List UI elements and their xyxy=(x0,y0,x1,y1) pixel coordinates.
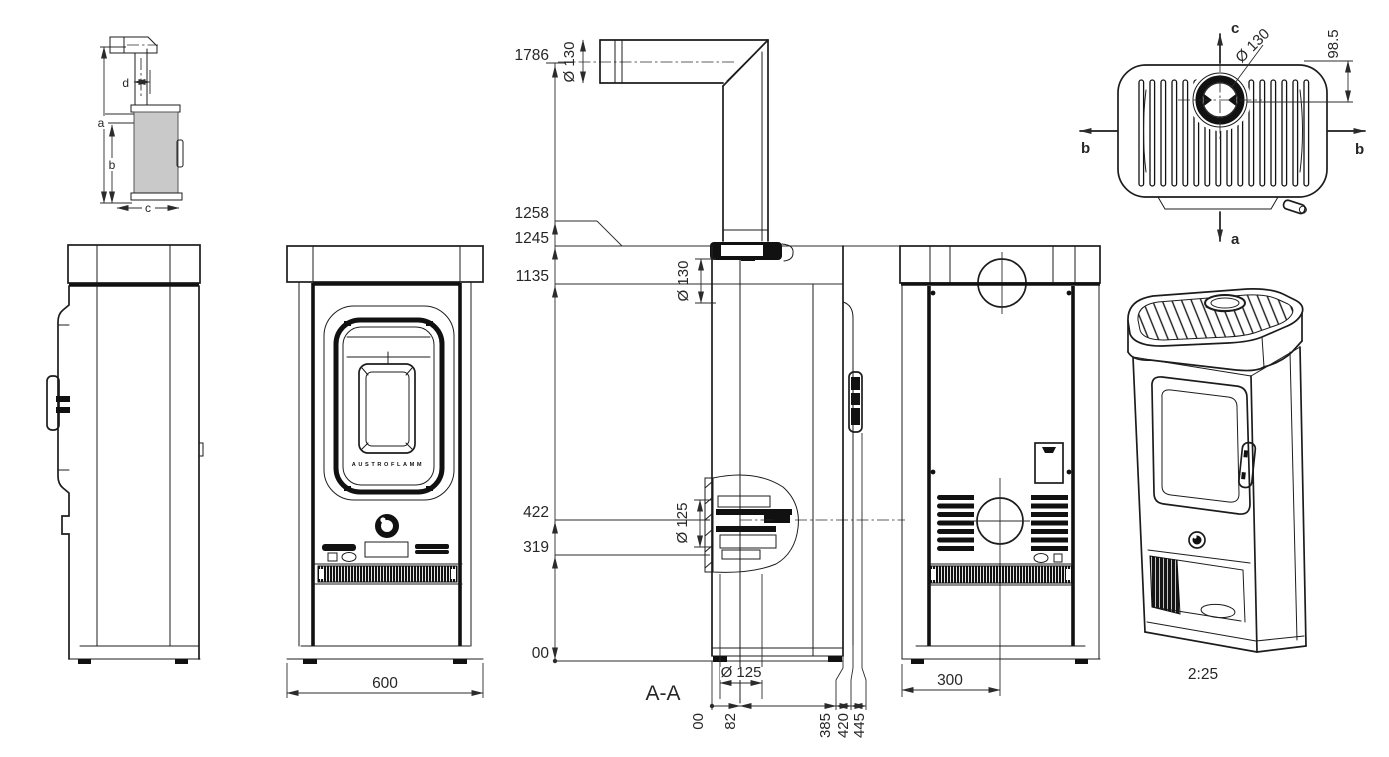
section-flue-collar: Ø 130 xyxy=(675,242,794,304)
thumb-dim-b: b xyxy=(109,158,116,172)
top-flue-offset-dimension: 98.5 xyxy=(1247,29,1353,103)
top-outline xyxy=(1117,64,1328,198)
side-foot xyxy=(175,659,188,664)
back-air-grille xyxy=(928,563,1074,586)
height-1786: 1786 xyxy=(515,47,549,64)
section-height-dimensions: 1786 1258 1245 1135 422 319 00 xyxy=(515,47,905,664)
front-width-label: 600 xyxy=(372,675,398,692)
thumbnail-stove-outline xyxy=(109,36,184,201)
section-door-handle xyxy=(848,371,863,433)
perspective-bottom-compartment xyxy=(1147,549,1251,623)
axis-c-label: c xyxy=(1231,20,1239,37)
intake-diameter-dimension: Ø 125 xyxy=(674,499,712,548)
depth-420: 420 xyxy=(835,713,852,738)
depth-385: 385 xyxy=(817,713,834,738)
front-controls-row xyxy=(322,541,449,562)
perspective-knob xyxy=(1188,531,1206,549)
depth-00: 00 xyxy=(690,713,707,730)
perspective-door xyxy=(1151,376,1257,515)
thumb-dim-c: c xyxy=(145,201,151,215)
back-icon-square xyxy=(1053,553,1063,563)
axis-a-label: a xyxy=(1231,231,1240,248)
label-bg xyxy=(95,116,108,129)
side-door-handle xyxy=(46,375,60,431)
perspective-top-slab xyxy=(1127,288,1304,372)
top-handle xyxy=(1282,199,1307,215)
side-top-cap xyxy=(67,244,201,284)
top-door-edge xyxy=(1157,196,1279,210)
brand-logo-text: AUSTROFLAMM xyxy=(352,462,424,468)
section-air-intake-detail: Ø 125 xyxy=(674,474,799,573)
height-00: 00 xyxy=(532,645,550,662)
side-door-profile xyxy=(57,285,70,660)
front-control-knob xyxy=(375,514,399,538)
back-view: 300 xyxy=(899,245,1101,697)
side-foot xyxy=(78,659,91,664)
thumb-dim-d: d xyxy=(122,76,129,90)
thumbnail-body-fill xyxy=(133,111,179,194)
top-flue-opening xyxy=(1178,60,1262,140)
back-combustion-air-inlet xyxy=(970,478,1030,696)
axis-b-left-label: b xyxy=(1081,140,1090,157)
collar-diameter-dimension: Ø 130 xyxy=(675,258,716,304)
back-foot xyxy=(911,659,924,664)
section-stove-body xyxy=(711,245,863,704)
section-title-label: A-A xyxy=(645,682,680,705)
front-door: AUSTROFLAMM xyxy=(323,305,455,501)
height-1245: 1245 xyxy=(515,230,549,247)
height-422: 422 xyxy=(523,504,549,521)
top-flue-offset-label: 98.5 xyxy=(1325,29,1342,58)
height-1135: 1135 xyxy=(516,268,549,285)
label-bg xyxy=(106,158,118,171)
front-top-cap xyxy=(286,245,484,283)
height-1258: 1258 xyxy=(515,205,549,222)
intake-dia-bottom-label: Ø 125 xyxy=(721,664,762,681)
back-electrical-box xyxy=(1034,442,1064,484)
perspective-body xyxy=(1132,346,1307,653)
front-view: AUSTROFLAMM 600 xyxy=(286,245,484,698)
front-air-grille xyxy=(312,563,463,585)
back-icon-oval xyxy=(1033,553,1049,563)
top-view: Ø 130 98.5 c a b b xyxy=(1079,20,1366,248)
section-foot xyxy=(828,656,842,662)
scale-label: 2:25 xyxy=(1188,666,1218,683)
label-bg xyxy=(142,201,155,214)
top-axes: c a b b xyxy=(1079,20,1366,248)
thumbnail-dimensions: a b c d xyxy=(95,46,180,215)
pipe-diameter-dimension: Ø 130 xyxy=(561,39,586,84)
section-flue-pipe: Ø 130 xyxy=(561,39,769,242)
thumbnail-view: a b c d xyxy=(95,36,184,215)
label-bg xyxy=(720,667,763,680)
axis-b-right-label: b xyxy=(1355,141,1364,158)
back-offset-dimension: 300 xyxy=(901,664,1001,697)
front-door-window xyxy=(358,363,416,454)
thumb-dim-a: a xyxy=(98,116,105,130)
perspective-view: 2:25 xyxy=(1127,288,1307,683)
height-319: 319 xyxy=(523,539,549,556)
section-depth-dimensions: Ø 125 00 82 385 420 445 xyxy=(690,433,868,738)
front-foot xyxy=(453,659,467,664)
front-width-dimension: 600 xyxy=(286,663,484,698)
back-louver-vents xyxy=(937,495,1068,554)
pipe-dia-label: Ø 130 xyxy=(561,42,578,83)
intake-dia-label: Ø 125 xyxy=(674,503,691,544)
front-foot xyxy=(303,659,317,664)
back-offset-label: 300 xyxy=(937,672,963,689)
side-view xyxy=(46,244,204,664)
perspective-door-handle xyxy=(1238,441,1257,489)
depth-445: 445 xyxy=(851,713,868,738)
collar-dia-label: Ø 130 xyxy=(675,261,692,302)
depth-82: 82 xyxy=(722,713,739,730)
section-view: 1786 1258 1245 1135 422 319 00 Ø 130 xyxy=(515,39,905,738)
back-foot xyxy=(1075,659,1088,664)
